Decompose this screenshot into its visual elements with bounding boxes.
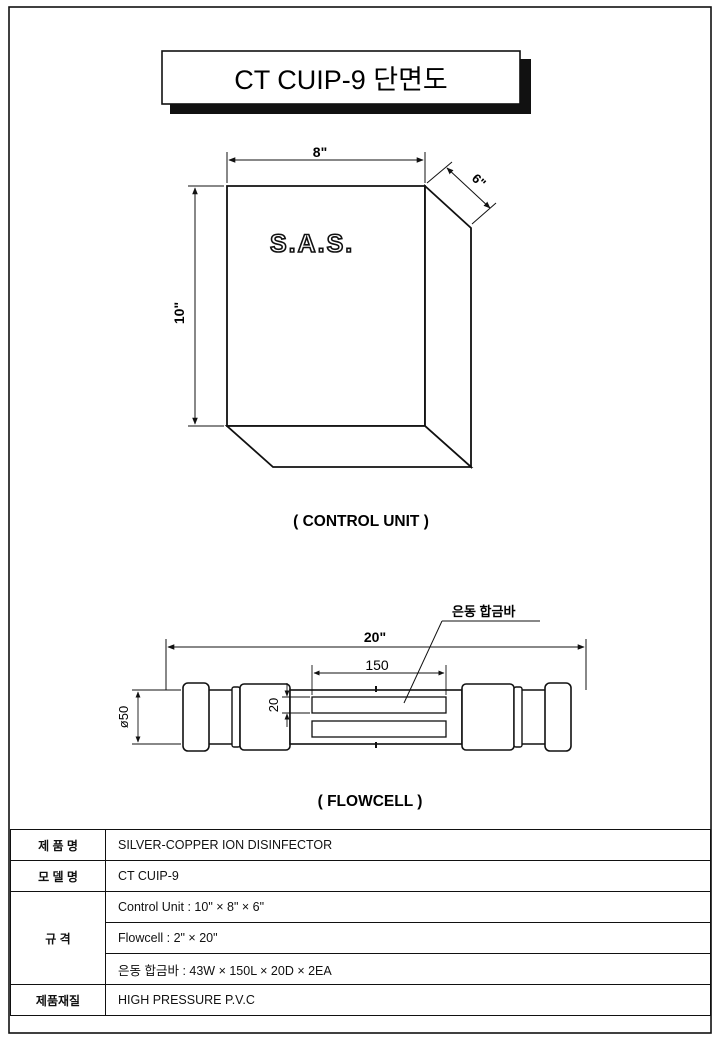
left-ring xyxy=(231,686,241,748)
depth-dimension-line xyxy=(446,167,491,209)
flowcell-caption: ( FLOWCELL ) xyxy=(318,793,423,810)
left-end-cap xyxy=(182,682,210,752)
alloy-bar-lower xyxy=(311,720,447,738)
spec-value: HIGH PRESSURE P.V.C xyxy=(105,984,711,1016)
spec-value: CT CUIP-9 xyxy=(105,860,711,892)
spec-row-product-name: 제 품 명 SILVER-COPPER ION DISINFECTOR xyxy=(10,829,711,861)
alloy-bar-leader xyxy=(403,620,443,704)
bar-length-label: 150 xyxy=(365,657,389,673)
spec-row-model-name: 모 델 명 CT CUIP-9 xyxy=(10,860,711,892)
spec-value: SILVER-COPPER ION DISINFECTOR xyxy=(105,829,711,861)
right-coupling xyxy=(461,683,515,751)
control-unit-drawing: S.A.S. 8" 6" 10" xyxy=(171,144,497,470)
spec-row-dimensions-flowcell: Flowcell : 2" × 20" xyxy=(11,922,711,954)
spec-row-material: 제품재질 HIGH PRESSURE P.V.C xyxy=(10,984,711,1016)
control-unit-front-face xyxy=(226,185,426,427)
title-box xyxy=(161,50,521,105)
alloy-bar-upper xyxy=(311,696,447,714)
spec-key: 모 델 명 xyxy=(10,860,106,892)
spec-key: 제 품 명 xyxy=(10,829,106,861)
spec-value: Flowcell : 2" × 20" xyxy=(105,922,711,954)
length-dimension-label: 20" xyxy=(364,629,386,645)
spec-row-dimensions-bar: 은동 합금바 : 43W × 150L × 20D × 2EA xyxy=(11,953,711,985)
brand-logo: S.A.S. xyxy=(270,230,354,258)
width-dimension-label: 8" xyxy=(313,144,327,160)
spec-key: 규 격 xyxy=(10,891,106,985)
diameter-label: ø50 xyxy=(116,706,131,728)
spec-value: 은동 합금바 : 43W × 150L × 20D × 2EA xyxy=(105,953,711,985)
bar-height-label: 20 xyxy=(266,698,281,712)
flowcell-drawing: 20" 150 20 ø50 xyxy=(116,604,587,752)
page-title: CT CUIP-9 단면도 xyxy=(234,65,448,95)
depth-dimension-label: 6" xyxy=(469,171,489,191)
control-unit-bottom-face xyxy=(224,425,474,468)
right-end-cap xyxy=(544,682,572,752)
control-unit-caption: ( CONTROL UNIT ) xyxy=(293,513,429,530)
depth-extension-back xyxy=(471,202,497,225)
alloy-bar-label: 은동 합금바 xyxy=(452,604,515,619)
depth-extension-front xyxy=(426,161,453,184)
spec-row-dimensions: 규 격 Control Unit : 10" × 8" × 6" xyxy=(10,891,711,985)
spec-table: 제 품 명 SILVER-COPPER ION DISINFECTOR 모 델 … xyxy=(10,829,711,1016)
height-dimension-label: 10" xyxy=(171,302,187,324)
spec-key: 제품재질 xyxy=(10,984,106,1016)
spec-value: Control Unit : 10" × 8" × 6" xyxy=(105,891,711,923)
right-ring xyxy=(513,686,523,748)
outer-border xyxy=(8,6,712,1034)
control-unit-side-face xyxy=(424,183,472,470)
left-coupling xyxy=(239,683,291,751)
